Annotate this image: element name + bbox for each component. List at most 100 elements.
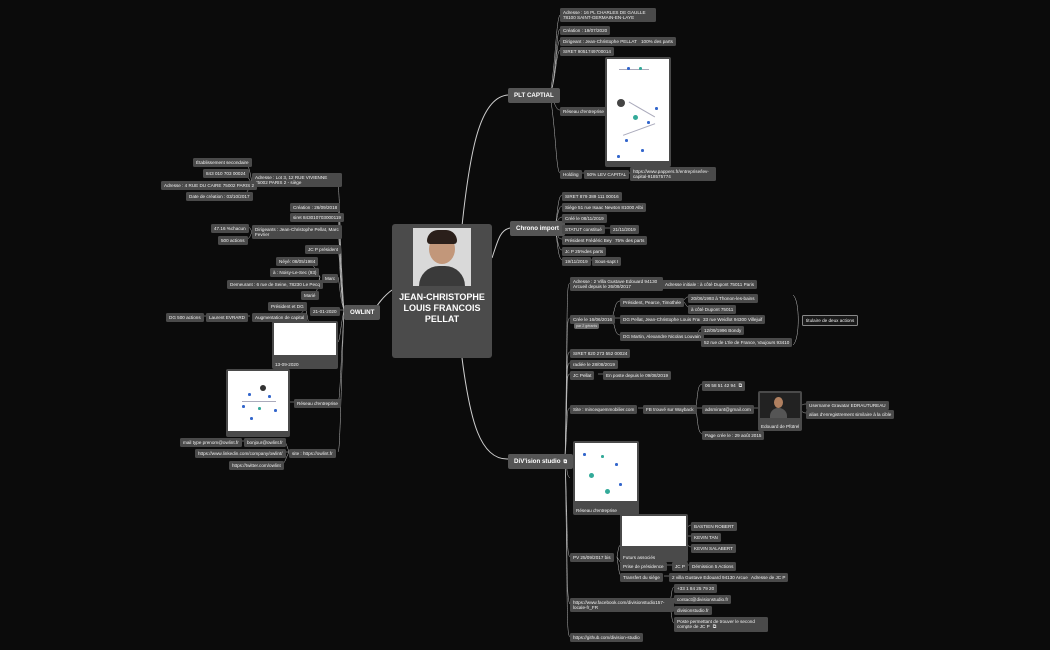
owlint-jcp[interactable]: JC P président: [305, 245, 342, 254]
plt-network-graph: [607, 59, 669, 161]
plt-dirigeant[interactable]: Dirigeant : Jean-Christophe PELLAT: [560, 37, 640, 46]
plt-network-screenshot[interactable]: [605, 57, 671, 167]
plt-adresse[interactable]: Adresse : 16 PL CHARLES DE GAULLE 78100 …: [560, 8, 656, 23]
owlint-adresse2[interactable]: Adresse : 4 RUE DU CAIRE 75002 PARIS 2: [161, 181, 258, 190]
division-jcp[interactable]: JC Pellat: [570, 371, 595, 380]
division-bastien[interactable]: BASTIEN ROBERT: [691, 522, 737, 531]
division-pres[interactable]: Président, Pearce, Timothée: [620, 298, 684, 307]
division-email[interactable]: adsmirant@gmail.com: [702, 405, 754, 414]
owlint-creation[interactable]: Création : 26/09/2018: [290, 203, 341, 212]
division-titulaire[interactable]: titulaire de deux actions: [802, 315, 859, 326]
division-dg2-addr[interactable]: 52 rue de L'Ile de France, Vaujours 9341…: [701, 338, 793, 347]
owlint-adresse[interactable]: Adresse : Lot 3, 12 RUE VIVIENNE 75002 P…: [252, 173, 342, 188]
plt-holding[interactable]: Holding: [560, 170, 582, 179]
division-demission[interactable]: Démission 5 Actions: [689, 562, 737, 571]
link-icon: ⧉: [738, 382, 743, 389]
owlint-siret[interactable]: siret 843010703000119: [290, 213, 344, 222]
chrono-item[interactable]: Jc P 25%des parts: [562, 247, 607, 256]
division-dg2-date[interactable]: 12/09/1996 Bondy: [701, 326, 745, 335]
plt-reseau[interactable]: Réseau d'entreprise: [560, 107, 607, 116]
owlint-date[interactable]: 21-01-2020: [310, 307, 340, 316]
owlint-etab[interactable]: Établissement secondaire: [193, 158, 252, 167]
division-fb-phone[interactable]: +33 1 84 25 79 20: [674, 584, 718, 593]
root-node[interactable]: JEAN-CHRISTOPHE LOUIS FRANCOIS PELLAT: [392, 224, 492, 358]
owlint-network-screenshot[interactable]: [226, 369, 290, 437]
chrono-item[interactable]: STATUT constitué: [562, 225, 605, 234]
owlint-site[interactable]: site : https://owlint.fr: [289, 449, 336, 458]
owlint-dirigeants[interactable]: Dirigeants : Jean-Christophe Pellat, Mar…: [252, 225, 342, 240]
division-adresse-init[interactable]: Adresse initiale : à côté Dupont 75011 P…: [662, 280, 758, 289]
owlint-marc-item[interactable]: Demeurant : 6 rue de Seine, 78230 Le Pec…: [227, 280, 323, 289]
division-page[interactable]: Page crée le : 29 août 2015: [702, 431, 765, 440]
chrono-item[interactable]: Siège 51 rue Isaac Newton 81000 Albi: [562, 203, 646, 212]
plt-capital-topic[interactable]: PLT CAPTIAL: [508, 88, 560, 103]
division-jcp-gerant[interactable]: En poste depuis le 09/08/2019: [603, 371, 672, 380]
owlint-augmentation[interactable]: Augmentation de capital: [252, 313, 308, 322]
division-phone[interactable]: 06 58 51 42 94⧉: [702, 381, 746, 391]
plt-creation[interactable]: Création : 19/07/2020: [560, 26, 611, 35]
division-fb-poste[interactable]: Poste permettant de trouver le second co…: [674, 617, 768, 633]
division-pres-date[interactable]: 20/06/1993 à Thonon-les-bains: [688, 294, 758, 303]
division-jcp2[interactable]: JC P: [672, 562, 688, 571]
owlint-etab-siret[interactable]: 843 010 703 00024: [203, 169, 249, 178]
owlint-marc-item[interactable]: Néyé: 08/05/1984: [276, 257, 319, 266]
division-pv[interactable]: PV 25/09/2017 bis: [570, 553, 614, 562]
owlint-topic[interactable]: OWLINT: [344, 305, 381, 320]
division-site[interactable]: Site : mincequemmobilier.com: [570, 405, 638, 414]
owlint-doc-image: [274, 323, 336, 355]
plt-pappers-link[interactable]: https://www.pappers.fr/entreprise/lev-ca…: [630, 167, 716, 182]
division-username[interactable]: Username Gravatar EDRAUTUREAU: [806, 401, 889, 410]
owlint-mail-type[interactable]: mail type prenom@owlint.fr: [180, 438, 242, 447]
owlint-pct[interactable]: 47.16 %chacun: [211, 224, 249, 233]
plt-parts[interactable]: 100% des parts: [638, 37, 676, 46]
owlint-date-creation[interactable]: Date de création : 03/10/2017: [186, 192, 253, 201]
division-adresse[interactable]: Adresse : 2 Villa Gustave Edouard 94130 …: [570, 277, 663, 292]
plt-lev[interactable]: 50% LEV CAPITAL: [584, 170, 630, 179]
division-pres-addr[interactable]: à côté Dupont 75011: [688, 305, 737, 314]
owlint-marc-item[interactable]: Marié: [301, 291, 319, 300]
division-villa[interactable]: 2 villa Gustave Edouard 94130 Arcueil: [669, 573, 753, 582]
chrono-item[interactable]: Président Frédéric Beyer: [562, 236, 619, 245]
division-adresse-jcp[interactable]: Adresse de JC P: [748, 573, 789, 582]
owlint-actions[interactable]: 500 actions: [218, 236, 248, 245]
chrono-item[interactable]: Créé le 08/11/2019: [562, 214, 607, 223]
division-wayback[interactable]: FB trouvé sur Wayback: [643, 405, 697, 414]
division-dg1[interactable]: DG Pellat, Jean-Christophe Louis Françoi…: [620, 315, 714, 324]
owlint-bonjour[interactable]: bonjour@owlint.fr: [244, 438, 286, 447]
division-dg2[interactable]: DG Martin, Alexandre Nicolas Louvain: [620, 332, 704, 341]
owlint-reseau[interactable]: Réseau d'entreprise: [294, 399, 341, 408]
division-pv-screenshot[interactable]: Futurs associés: [620, 514, 688, 562]
division-github[interactable]: https://github.com/division-studio: [570, 633, 643, 642]
owlint-pres-dg[interactable]: Président et DG: [268, 302, 307, 311]
chrono-item[interactable]: SIRET 879 389 111 00016: [562, 192, 622, 201]
owlint-laurent[interactable]: Laurent EVRARD: [206, 313, 249, 322]
owlint-doc-screenshot[interactable]: 13-09-2020: [272, 321, 338, 369]
division-radiee[interactable]: radiée le 28/08/2019: [570, 360, 618, 369]
division-dg1-addr[interactable]: 33 rue Weidlot 94300 Villejuif: [700, 315, 766, 324]
division-studio-topic[interactable]: DiV'ision studio⧉: [508, 454, 574, 469]
owlint-marc-item[interactable]: à : Noisy-Le-Sec (93): [270, 268, 320, 277]
division-siret[interactable]: SIRET 820 273 552 00024: [570, 349, 631, 358]
division-network-screenshot[interactable]: Réseau d'entreprise: [573, 441, 639, 515]
chrono-statut-date[interactable]: 21/11/2019: [610, 225, 639, 234]
division-fb-site[interactable]: divisionstudio.fr: [674, 606, 712, 615]
chrono-sous[interactable]: Sous-sapt I: [592, 257, 622, 266]
owlint-twitter[interactable]: https://twitter.com/owlint: [229, 461, 284, 470]
division-prise[interactable]: Prise de présidence: [620, 562, 667, 571]
edouard-photo-card[interactable]: Edouard de Pfütrel: [758, 391, 802, 431]
division-fb-contact[interactable]: contact@divisionstudio.fr: [674, 595, 732, 604]
chrono-president-parts[interactable]: 75% des parts: [612, 236, 648, 245]
link-icon: ⧉: [563, 459, 568, 465]
division-facebook[interactable]: https://www.facebook.com/divisionstudio1…: [570, 598, 674, 613]
division-alias[interactable]: alias d'enregistrement similaire à la ci…: [806, 410, 895, 419]
division-cree[interactable]: Crée le 16/06/2016: [570, 315, 616, 324]
owlint-linkedin[interactable]: https://www.linkedin.com/company/owlint/: [195, 449, 286, 458]
division-kevin1[interactable]: KEVIN TAN: [691, 533, 721, 542]
division-transfert[interactable]: Transfert du siège: [620, 573, 663, 582]
owlint-marc[interactable]: Marc: [322, 274, 339, 283]
chrono-item[interactable]: 19/11/2019: [562, 257, 591, 266]
chrono-import-topic[interactable]: Chrono import: [510, 221, 565, 236]
plt-siret[interactable]: SIRET 9051749700014: [560, 47, 614, 56]
owlint-dg[interactable]: DG 500 actions: [166, 313, 204, 322]
division-kevin2[interactable]: KEVIN SALABERT: [691, 544, 736, 553]
